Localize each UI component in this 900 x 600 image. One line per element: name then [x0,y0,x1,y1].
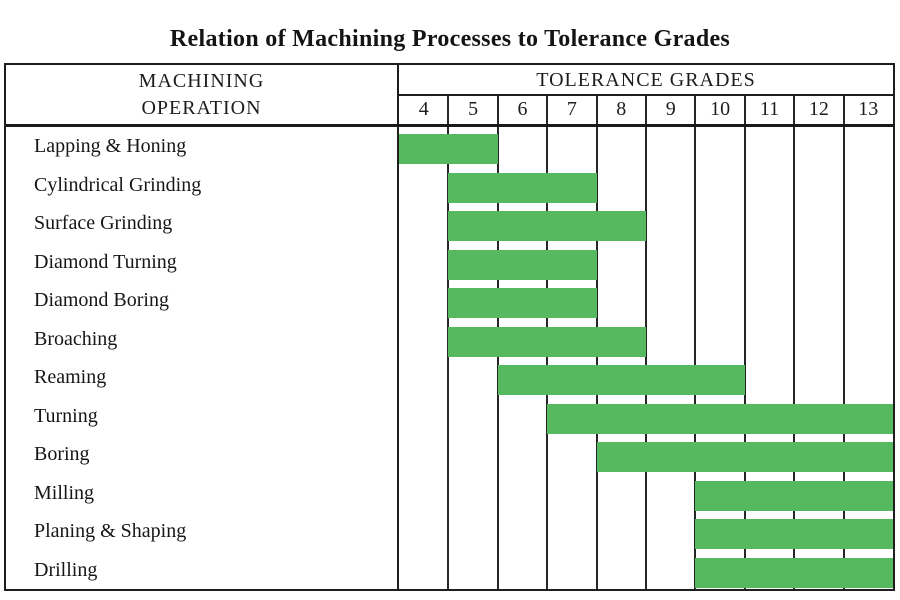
tolerance-range-bar [448,249,597,280]
grade-header-label-7: 7 [566,98,577,120]
operation-grades-divider [397,65,399,589]
machining-header-line2: OPERATION [141,96,262,119]
grades-header-underline [397,94,893,96]
tolerance-range-bar [448,326,646,357]
grade-header-label-8: 8 [616,98,627,120]
tolerance-range-bar [695,519,893,549]
gridline-grade-10 [694,127,697,589]
gridline-grade-12 [793,127,796,589]
operation-label: Turning [34,404,98,427]
grade-header-label-12: 12 [808,98,829,120]
grade-header-divider [595,96,598,124]
grade-header-divider [694,96,697,124]
tolerance-range-bar [695,480,893,511]
operation-label: Drilling [34,558,98,581]
operation-label: Reaming [34,366,107,388]
grade-header-divider [743,96,746,124]
gridline-grade-9 [645,127,647,589]
operation-label: Broaching [34,327,118,350]
grade-header-row: 4 5 6 7 8 9 10 11 12 13 [6,65,893,589]
tolerance-grades-table: MACHINING OPERATION TOLERANCE GRADES 4 5 6… [4,63,895,591]
chart-title: Relation of Machining Processes to Toler… [169,26,731,52]
gridline-grade-6 [496,127,499,589]
tolerance-range-bar [448,288,597,318]
gridline-grade-5 [447,127,450,589]
grade-header-divider [496,96,499,124]
tolerance-range-bar [448,211,646,241]
machining-header-line1: MACHINING [138,69,265,92]
operation-label: Diamond Turning [34,250,177,273]
grade-header-label-13: 13 [858,98,879,120]
grade-header-label-9: 9 [665,98,676,120]
grade-header-label-10: 10 [710,98,731,120]
gridline-grade-11 [743,127,746,589]
tolerance-range-bar [497,365,745,395]
grade-header-divider [546,96,549,124]
gridline-grade-13 [842,127,845,589]
operation-label: Cylindrical Grinding [34,173,202,196]
operation-label: Boring [34,443,90,465]
grade-header-label-5: 5 [468,98,479,120]
operation-label: Lapping & Honing [34,135,187,157]
grade-header-label-4: 4 [418,98,429,120]
header-separator-line [6,124,893,127]
tolerance-range-bar [596,442,893,472]
grade-header-label-6: 6 [517,98,528,120]
grade-header-divider [645,96,647,124]
operation-label: Diamond Boring [34,289,169,311]
gridline-grade-8 [595,127,598,589]
grade-header-divider [793,96,796,124]
operation-label: Planing & Shaping [34,520,187,542]
col-header-tolerance-grades: TOLERANCE GRADES [536,69,756,91]
tolerance-range-bar [448,172,597,203]
col-header-machining-operation: MACHINING OPERATION [6,65,397,124]
gridline-grade-7 [546,127,549,589]
tolerance-range-bar [399,134,498,164]
operation-label: Milling [34,481,95,504]
operation-label: Surface Grinding [34,212,173,234]
grade-header-divider [842,96,845,124]
grade-header-divider [447,96,450,124]
tolerance-range-bar [547,403,893,434]
grade-header-label-11: 11 [759,98,780,120]
tolerance-range-bar [695,557,893,588]
